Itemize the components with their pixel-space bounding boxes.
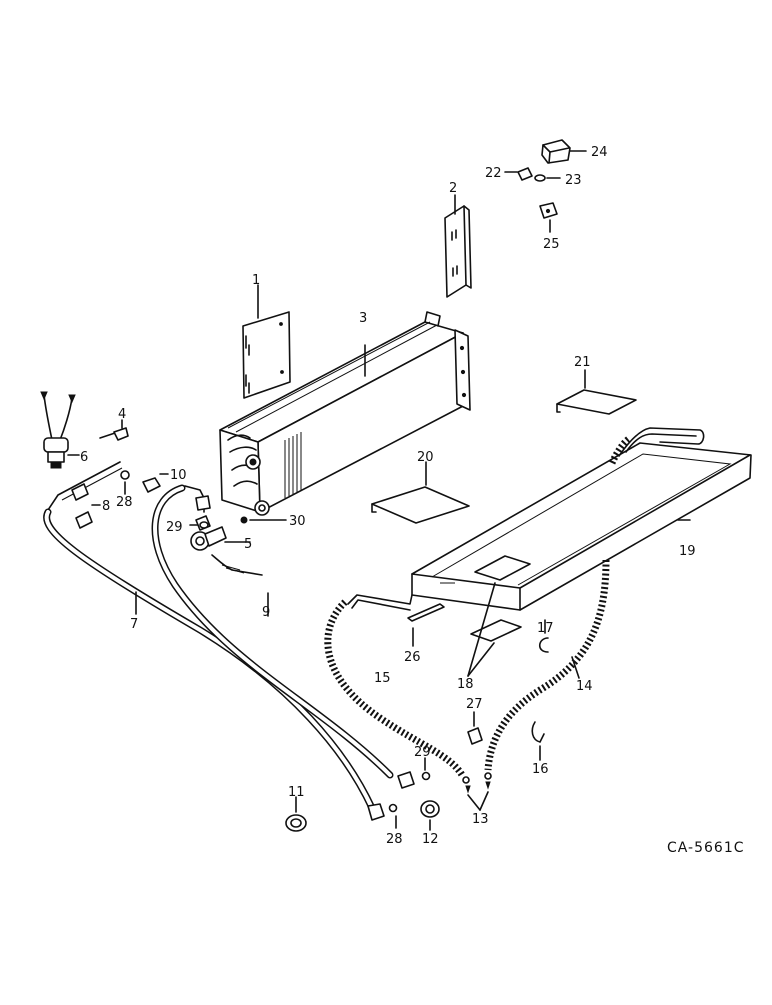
callout-5: 5 <box>244 537 252 552</box>
callout-12: 12 <box>422 832 439 847</box>
part-14-drain-hose <box>484 559 610 780</box>
callout-22: 22 <box>485 166 502 181</box>
callout-23: 23 <box>565 173 582 188</box>
part-15-drain-hose <box>324 594 470 784</box>
callout-labels: 1 2 3 4 5 6 7 8 9 10 11 12 13 14 15 16 1… <box>80 145 696 847</box>
part-23-screw <box>534 174 561 182</box>
callout-2: 2 <box>449 181 457 196</box>
callout-20: 20 <box>417 450 434 465</box>
callout-3: 3 <box>359 311 367 326</box>
part-1-plate <box>242 284 291 399</box>
callout-14: 14 <box>576 679 593 694</box>
callout-30: 30 <box>289 514 306 529</box>
part-26-strip <box>407 603 445 647</box>
part-28-oring-lower <box>388 803 398 829</box>
callout-29-lower: 29 <box>414 745 431 760</box>
part-6-switch <box>40 391 80 469</box>
callout-7: 7 <box>130 617 138 632</box>
part-10-fitting <box>142 473 169 493</box>
callout-6: 6 <box>80 450 88 465</box>
callout-16: 16 <box>532 762 549 777</box>
callout-26: 26 <box>404 650 421 665</box>
callout-15: 15 <box>374 671 391 686</box>
part-29-oring-upper <box>189 521 209 529</box>
callout-9: 9 <box>262 605 270 620</box>
part-24-relay <box>541 139 587 164</box>
figure-code: CA-5661C <box>667 840 745 856</box>
callout-13: 13 <box>472 812 489 827</box>
part-18-pad <box>467 582 522 677</box>
part-19-drain-pan <box>411 427 752 611</box>
callout-19: 19 <box>679 544 696 559</box>
callout-25: 25 <box>543 237 560 252</box>
callout-8: 8 <box>102 499 110 514</box>
part-29-oring-lower <box>421 757 431 781</box>
part-17-clip <box>538 619 549 653</box>
part-8-fitting <box>75 504 101 529</box>
part-22-bushing <box>504 167 533 181</box>
part-3-evaporator-housing <box>219 311 471 516</box>
part-16-clamp <box>531 721 545 761</box>
part-25-clip <box>539 202 558 233</box>
part-28-oring-upper <box>120 470 130 495</box>
part-27-plug <box>467 711 483 745</box>
callout-28-upper: 28 <box>116 495 133 510</box>
callout-29-upper: 29 <box>166 520 183 535</box>
part-13-tips <box>465 781 491 811</box>
callout-4: 4 <box>118 407 126 422</box>
callout-11: 11 <box>288 785 305 800</box>
callout-18: 18 <box>457 677 474 692</box>
part-11-fitting <box>285 796 307 832</box>
part-7-hose <box>43 461 385 821</box>
part-9-hose <box>151 484 415 789</box>
part-2-bracket <box>444 194 472 298</box>
callout-1: 1 <box>252 273 260 288</box>
part-20-plate <box>371 461 470 524</box>
part-4-screw <box>99 419 129 441</box>
callout-27: 27 <box>466 697 483 712</box>
callout-10: 10 <box>170 468 187 483</box>
callout-21: 21 <box>574 355 591 370</box>
callout-24: 24 <box>591 145 608 160</box>
callout-28-lower: 28 <box>386 832 403 847</box>
part-21-cover <box>556 369 637 415</box>
part-30-oring <box>240 516 287 524</box>
part-12-fitting <box>420 800 440 831</box>
callout-17: 17 <box>537 621 554 636</box>
